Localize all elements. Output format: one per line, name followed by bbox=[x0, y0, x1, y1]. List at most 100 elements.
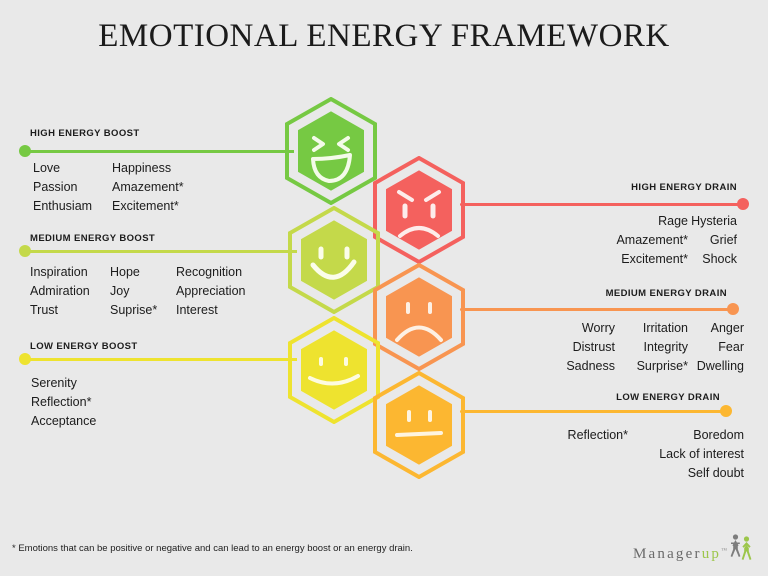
hexagon-face-laughing-green bbox=[283, 97, 379, 205]
words-high-boost-col1: Love Passion Enthusiam bbox=[33, 159, 92, 216]
label-high-energy-drain: HIGH ENERGY DRAIN bbox=[631, 182, 737, 193]
hex-outer-ring bbox=[373, 156, 465, 264]
words-medium-boost-col3: Recognition Appreciation Interest bbox=[176, 263, 246, 320]
emotion-item: Serenity bbox=[31, 376, 77, 390]
label-low-energy-boost: LOW ENERGY BOOST bbox=[30, 341, 138, 352]
eye-right-squint bbox=[337, 136, 350, 152]
connector-line-low-boost bbox=[24, 358, 306, 361]
emotion-item: Distrust bbox=[572, 340, 615, 354]
hex-outer-ring bbox=[285, 97, 377, 205]
connector-dot-medium-drain bbox=[727, 303, 739, 315]
hexagon-face-smiling-lime bbox=[286, 206, 382, 314]
words-low-boost-col1: Serenity Reflection* Acceptance bbox=[31, 374, 96, 431]
hexagon-face-slight-yellow bbox=[286, 316, 382, 424]
emotion-item: Suprise* bbox=[110, 303, 158, 317]
hex-inner-ring bbox=[382, 272, 456, 362]
hexagon-face-sad-orange bbox=[371, 263, 467, 371]
words-medium-boost-col1: Inspiration Admiration Trust bbox=[30, 263, 90, 320]
emotion-item: Grief bbox=[709, 233, 737, 247]
hex-inner-ring bbox=[382, 380, 456, 470]
emotion-item: Love bbox=[33, 161, 61, 175]
connector-line-high-boost bbox=[24, 150, 306, 153]
emotion-item: Rage bbox=[658, 214, 688, 228]
logo-text-up: up bbox=[701, 546, 722, 562]
emotion-item: Amazement* bbox=[616, 233, 688, 247]
emotion-item: Happiness bbox=[112, 161, 172, 175]
eyebrow-left bbox=[397, 190, 414, 202]
mouth-neutral bbox=[395, 431, 443, 437]
connector-dot-low-boost bbox=[19, 353, 31, 365]
hex-outer-ring bbox=[373, 263, 465, 371]
emotion-item: Worry bbox=[581, 321, 615, 335]
mouth-frown bbox=[398, 226, 440, 238]
emotion-item: Recognition bbox=[176, 265, 243, 279]
emotion-item: Irritation bbox=[642, 321, 688, 335]
emotion-item: Admiration bbox=[30, 284, 90, 298]
emotion-item: Joy bbox=[110, 284, 130, 298]
emotion-item: Hysteria bbox=[691, 214, 737, 228]
connector-line-high-drain bbox=[460, 203, 745, 206]
label-low-energy-drain: LOW ENERGY DRAIN bbox=[616, 392, 720, 403]
connector-dot-high-boost bbox=[19, 145, 31, 157]
emotion-item: Hope bbox=[110, 265, 140, 279]
emotion-item: Boredom bbox=[693, 428, 744, 442]
logo-trademark: ™ bbox=[721, 548, 727, 554]
emotion-item: Passion bbox=[33, 180, 78, 194]
emotion-item: Shock bbox=[702, 252, 737, 266]
words-high-drain-col1: Rage Amazement* Excitement* bbox=[616, 212, 688, 269]
hex-inner-ring bbox=[297, 325, 371, 415]
mouth-frown bbox=[395, 325, 443, 342]
words-high-boost-col2: Happiness Amazement* Excitement* bbox=[112, 159, 184, 216]
hex-inner-fill bbox=[297, 215, 371, 305]
emotion-item: Inspiration bbox=[30, 265, 88, 279]
managerup-logo: Managerup™ bbox=[633, 533, 754, 562]
label-medium-energy-boost: MEDIUM ENERGY BOOST bbox=[30, 233, 156, 244]
words-low-drain-col1: Reflection* bbox=[568, 426, 628, 445]
emotion-item: Appreciation bbox=[176, 284, 246, 298]
words-medium-drain-col2: Irritation Integrity Surprise* bbox=[637, 319, 688, 376]
emotion-item: Reflection* bbox=[567, 428, 628, 442]
eyebrow-right bbox=[424, 190, 441, 202]
label-medium-energy-drain: MEDIUM ENERGY DRAIN bbox=[605, 288, 727, 299]
emotion-item: Excitement* bbox=[621, 252, 688, 266]
emotion-item: Sadness bbox=[566, 359, 615, 373]
mouth-smile bbox=[310, 259, 357, 280]
hex-outer-ring bbox=[373, 371, 465, 479]
emotion-item: Acceptance bbox=[31, 414, 97, 428]
words-high-drain-col2: Hysteria Grief Shock bbox=[691, 212, 737, 269]
emotion-item: Integrity bbox=[643, 340, 688, 354]
hex-outer-ring bbox=[288, 316, 380, 424]
logo-text-manager: Manager bbox=[632, 546, 702, 562]
emotion-item: Enthusiam bbox=[33, 199, 93, 213]
emotion-item: Reflection* bbox=[31, 395, 92, 409]
eye-left-squint bbox=[312, 136, 325, 152]
connector-dot-high-drain bbox=[737, 198, 749, 210]
emotion-item: Amazement* bbox=[112, 180, 184, 194]
connector-line-low-drain bbox=[460, 410, 728, 413]
connector-dot-medium-boost bbox=[19, 245, 31, 257]
logo-people-icon bbox=[730, 534, 752, 560]
words-medium-drain-col1: Worry Distrust Sadness bbox=[566, 319, 615, 376]
hex-outer-ring bbox=[288, 206, 380, 314]
mouth-laughing bbox=[311, 153, 352, 183]
emotion-item: Trust bbox=[30, 303, 59, 317]
hex-inner-ring bbox=[382, 165, 456, 255]
emotion-item: Anger bbox=[710, 321, 744, 335]
label-high-energy-boost: HIGH ENERGY BOOST bbox=[30, 128, 140, 139]
footnote: * Emotions that can be positive or negat… bbox=[12, 543, 413, 554]
emotion-item: Fear bbox=[718, 340, 744, 354]
logo-wordmark: Managerup™ bbox=[633, 547, 727, 562]
emotion-item: Dwelling bbox=[696, 359, 744, 373]
hex-inner-ring bbox=[294, 106, 368, 196]
words-medium-drain-col3: Anger Fear Dwelling bbox=[697, 319, 744, 376]
hexagon-face-neutral-amber bbox=[371, 371, 467, 479]
words-low-drain-col2: Boredom Lack of interest Self doubt bbox=[659, 426, 744, 483]
connector-line-medium-boost bbox=[24, 250, 306, 253]
emotion-item: Interest bbox=[176, 303, 218, 317]
emotion-item: Surprise* bbox=[636, 359, 688, 373]
emotion-item: Excitement* bbox=[112, 199, 179, 213]
hexagon-face-angry-red bbox=[371, 156, 467, 264]
connector-line-medium-drain bbox=[460, 308, 735, 311]
words-medium-boost-col2: Hope Joy Suprise* bbox=[110, 263, 157, 320]
